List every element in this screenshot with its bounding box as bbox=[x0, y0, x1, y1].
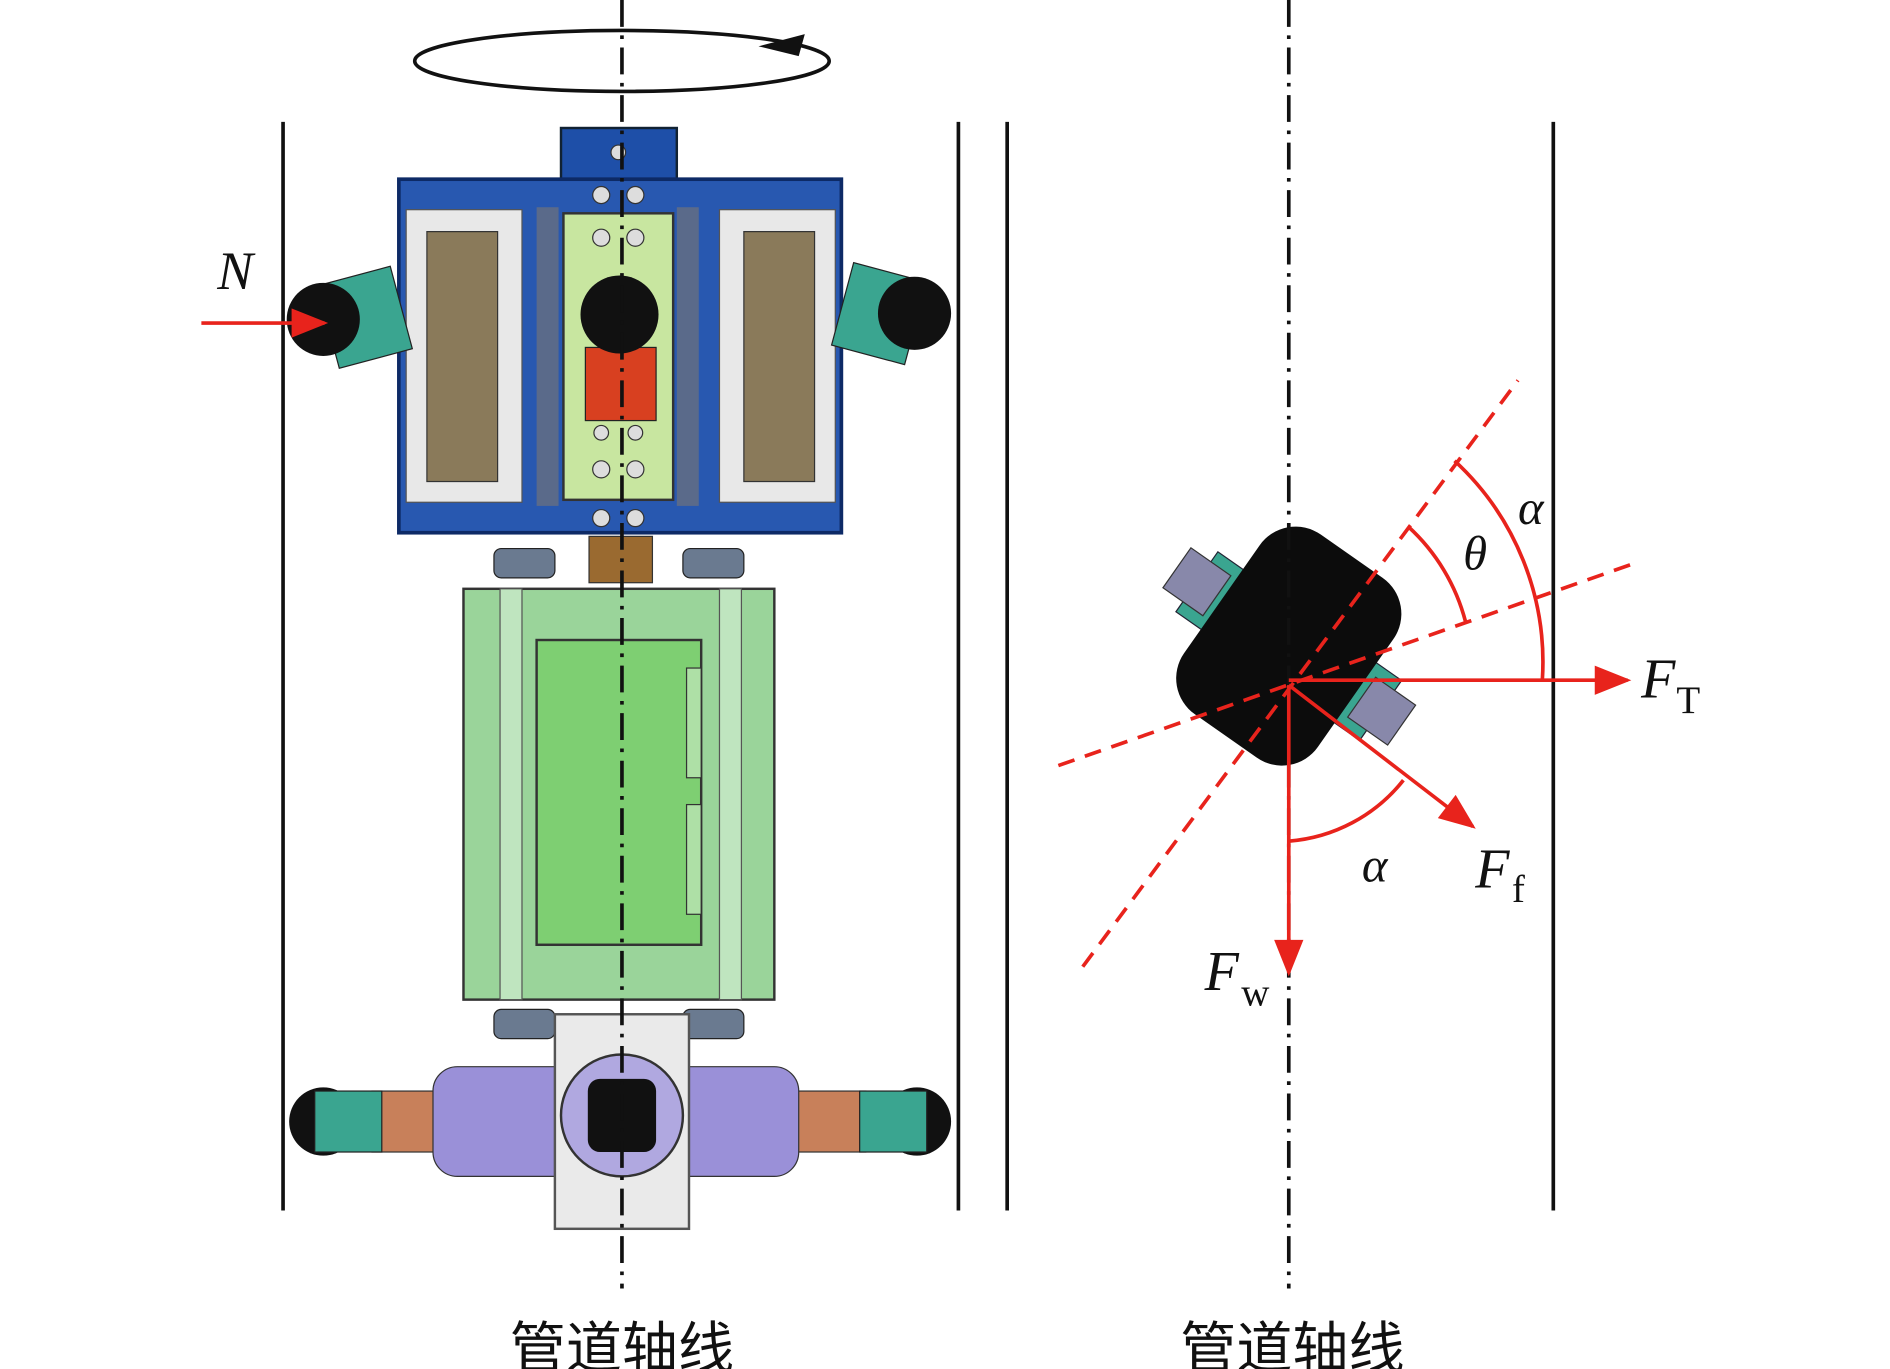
force-subscript: f bbox=[1512, 868, 1525, 911]
robot-front-module bbox=[397, 126, 844, 535]
angle-theta-arc bbox=[1407, 525, 1468, 623]
angle-alpha-top-label: α bbox=[1518, 481, 1545, 535]
friction-force-arrow bbox=[1287, 683, 1476, 829]
bolts-upper bbox=[493, 547, 745, 579]
pipe-axis-label-left: 管道轴线 bbox=[510, 1317, 734, 1369]
force-subscript: T bbox=[1676, 679, 1700, 722]
force-subscript: w bbox=[1241, 972, 1269, 1015]
traction-force-label: F T bbox=[1640, 648, 1700, 722]
friction-force-label: F f bbox=[1474, 838, 1525, 911]
force-symbol: F bbox=[1640, 648, 1676, 710]
bolts-lower bbox=[493, 1008, 745, 1040]
side-wheel-right bbox=[830, 261, 952, 366]
force-symbol: F bbox=[1204, 941, 1240, 1003]
pipe-axis-label-right: 管道轴线 bbox=[1180, 1317, 1404, 1369]
force-symbol: F bbox=[1474, 838, 1510, 900]
weight-force-label: F w bbox=[1204, 941, 1270, 1015]
wheel-axis-dashed-line bbox=[1081, 379, 1520, 968]
angle-alpha-bottom-arc bbox=[1288, 779, 1405, 843]
angle-alpha-top-arc bbox=[1453, 459, 1545, 681]
right-panel: α θ α F T F f F w 管道轴线 bbox=[1005, 0, 1700, 1369]
left-panel: N 管道轴线 bbox=[201, 0, 961, 1369]
side-wheel-left bbox=[286, 265, 414, 370]
robot-drive-module bbox=[462, 587, 776, 1001]
rotation-arrow-icon bbox=[412, 28, 832, 94]
angle-theta-label: θ bbox=[1463, 526, 1487, 580]
angle-alpha-bottom-label: α bbox=[1362, 838, 1389, 892]
robot-rear-module bbox=[289, 1013, 952, 1231]
normal-force-label: N bbox=[216, 241, 256, 301]
